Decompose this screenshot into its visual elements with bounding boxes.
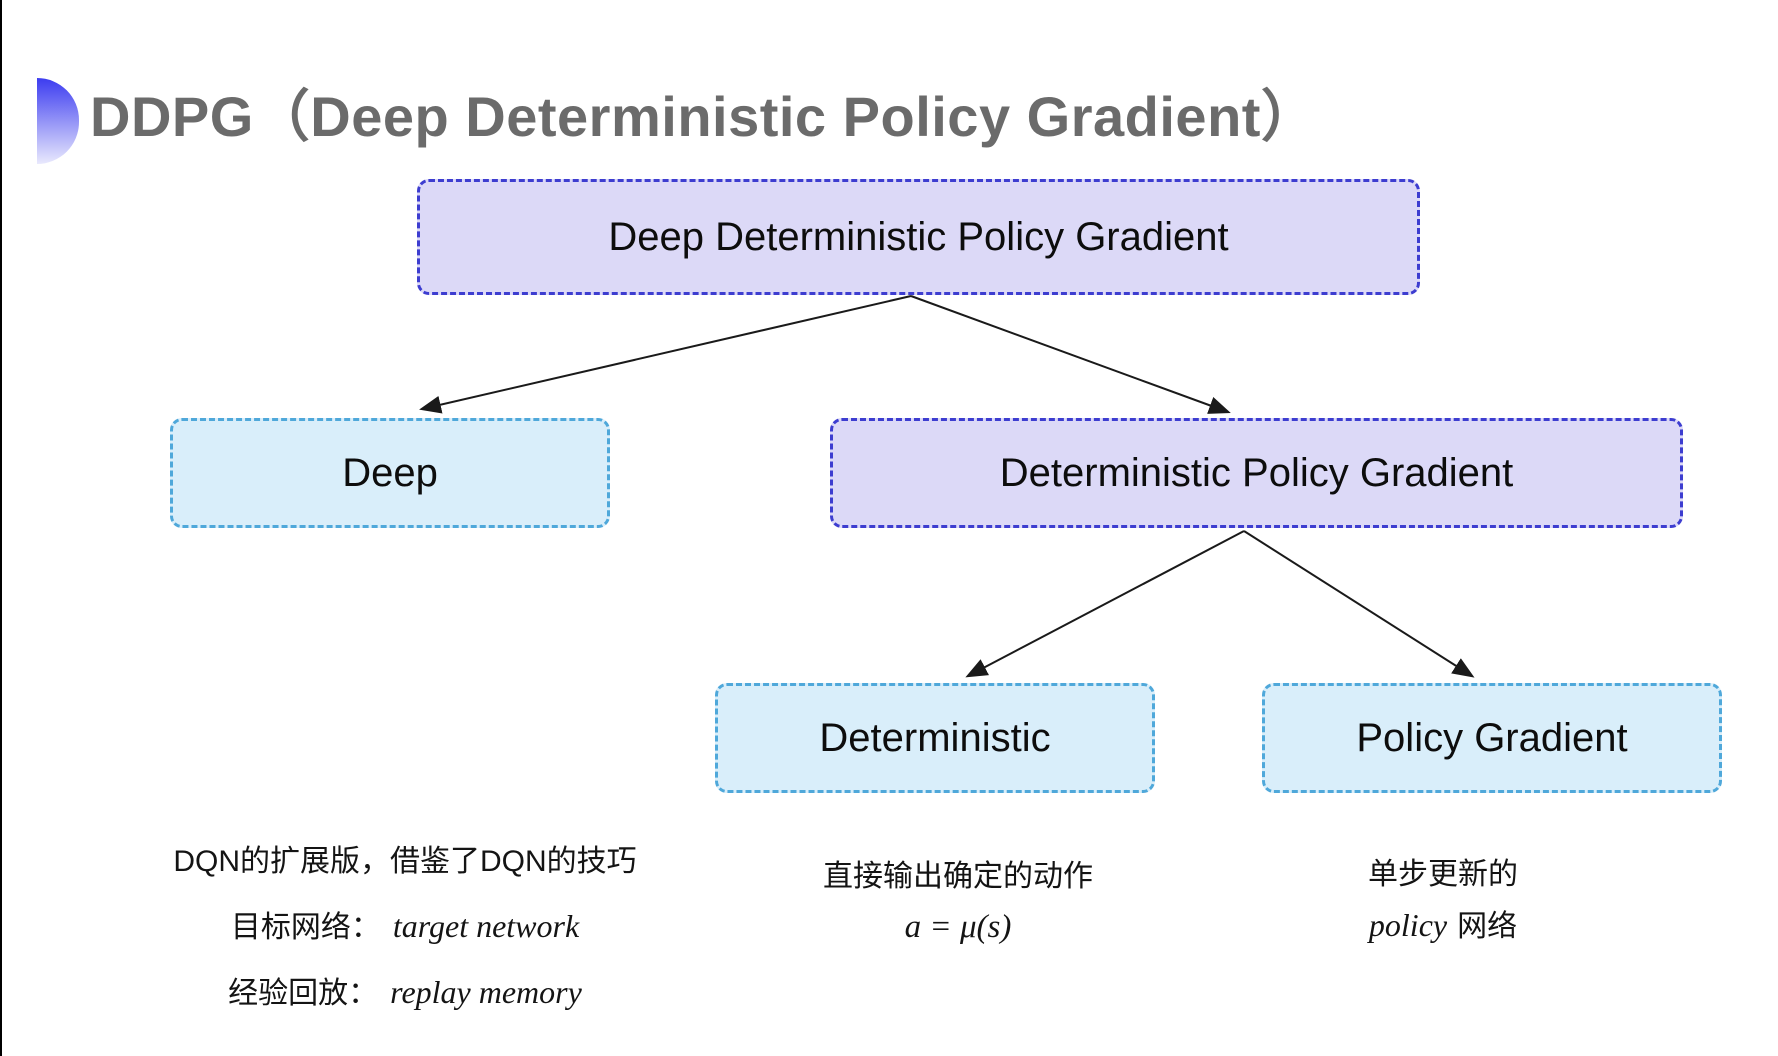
annotation-line: 直接输出确定的动作 [758, 852, 1158, 902]
node-label: Deep [342, 450, 438, 495]
node-label: Deterministic [819, 715, 1051, 760]
left-edge-line [0, 0, 2, 1056]
annotation-line: 经验回放： replay memory [85, 960, 725, 1026]
annotation-line: policy 网络 [1243, 900, 1643, 952]
annotation-text: 单步更新的 [1368, 858, 1518, 891]
connector-dpg-to-policy-gradient [1243, 530, 1475, 678]
node-label: Deterministic Policy Gradient [999, 450, 1514, 495]
annotation-line: 单步更新的 [1243, 850, 1643, 900]
annotation-formula: a = μ(s) [904, 909, 1012, 945]
annotation-text: 直接输出确定的动作 [823, 860, 1093, 893]
node-label: Policy Gradient [1356, 715, 1628, 760]
title-bullet-icon [37, 78, 79, 164]
node-policy-gradient: Policy Gradient [1262, 683, 1722, 793]
annotation-deep: DQN的扩展版，借鉴了DQN的技巧 目标网络： target network 经验… [85, 830, 725, 1026]
node-deterministic-policy-gradient: Deterministic Policy Gradient [830, 418, 1683, 528]
connector-root-to-deep [419, 295, 912, 414]
annotation-label: 目标网络： [230, 911, 381, 944]
annotation-text: DQN的扩展版，借鉴了DQN的技巧 [173, 845, 637, 878]
annotation-deterministic: 直接输出确定的动作 a = μ(s) [758, 852, 1158, 953]
page-title: DDPG（Deep Deterministic Policy Gradient） [90, 85, 1318, 148]
node-deep: Deep [170, 418, 610, 528]
annotation-term: target network [392, 908, 580, 944]
annotation-label: 经验回放： [228, 977, 379, 1010]
annotation-line: a = μ(s) [758, 902, 1158, 953]
node-deterministic: Deterministic [715, 683, 1155, 793]
annotation-text: 网络 [1457, 910, 1518, 943]
connector-root-to-dpg [910, 295, 1231, 414]
annotation-line: DQN的扩展版，借鉴了DQN的技巧 [85, 830, 725, 894]
annotation-line: 目标网络： target network [85, 894, 725, 960]
node-deep-deterministic-policy-gradient: Deep Deterministic Policy Gradient [417, 179, 1420, 295]
node-label: Deep Deterministic Policy Gradient [608, 214, 1229, 259]
annotation-term: replay memory [390, 974, 582, 1010]
annotation-policy-gradient: 单步更新的 policy 网络 [1243, 850, 1643, 952]
connector-dpg-to-deterministic [965, 530, 1245, 678]
annotation-term: policy [1368, 907, 1448, 943]
